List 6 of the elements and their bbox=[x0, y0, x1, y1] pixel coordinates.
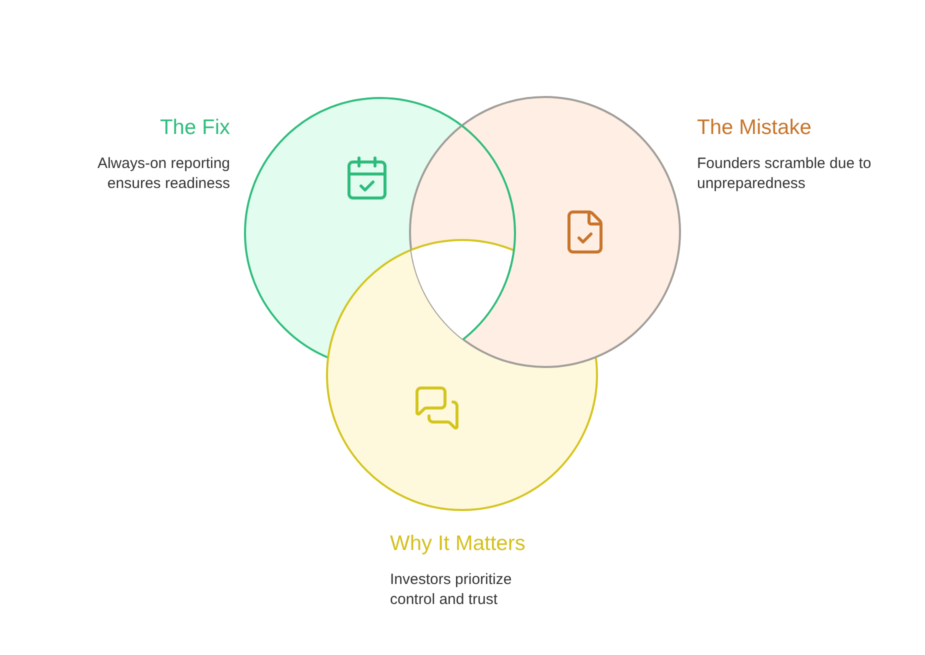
section-heading: The Mistake bbox=[697, 116, 812, 140]
description-text: Investors prioritize control and trust bbox=[390, 570, 513, 610]
description-text: Always-on reporting ensures readiness bbox=[96, 154, 230, 194]
section-heading: Why It Matters bbox=[390, 532, 526, 556]
section-heading: The Fix bbox=[158, 116, 230, 140]
description-text: Founders scramble due to unpreparedness bbox=[697, 154, 872, 194]
